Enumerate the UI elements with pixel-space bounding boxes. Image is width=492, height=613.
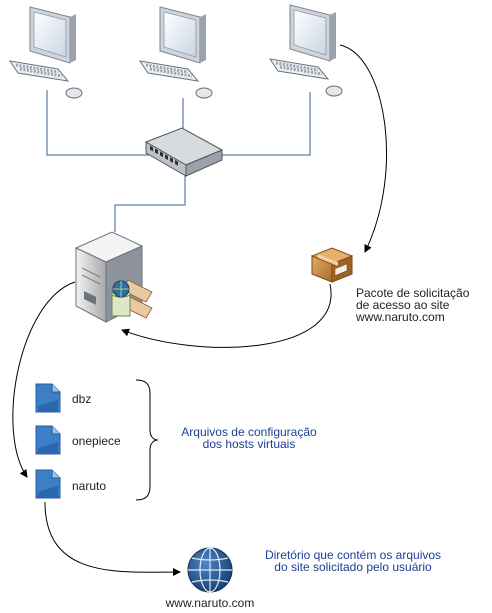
- config-label-line2: dos hosts virtuais: [202, 437, 296, 451]
- packet-label-line2: de acesso ao site: [356, 298, 450, 312]
- arrow-server-to-files: [12, 281, 76, 478]
- workstation-icon: [8, 6, 83, 99]
- link-pc3-switch: [220, 92, 311, 156]
- document-icon: [35, 383, 61, 413]
- link-switch-server: [114, 172, 186, 232]
- site-label: www.naruto.com: [165, 596, 255, 610]
- globe-icon: [187, 547, 233, 593]
- document-icon: [35, 469, 61, 499]
- file-label-naruto: naruto: [72, 479, 107, 493]
- arrow-file-to-site: [44, 501, 181, 577]
- file-label-dbz: dbz: [72, 392, 92, 406]
- package-icon: [310, 247, 354, 283]
- packet-label-line3: www.naruto.com: [356, 310, 445, 324]
- config-label-line1: Arquivos de configuração: [181, 425, 317, 439]
- network-links: [46, 90, 311, 232]
- workstation-icon: [138, 6, 213, 99]
- file-label-onepiece: onepiece: [72, 434, 121, 448]
- arrow-pc-to-packet: [339, 44, 388, 253]
- directory-label-line2: do site solicitado pelo usuário: [274, 560, 432, 574]
- workstation-icon: [268, 4, 343, 97]
- web-server-icon: [74, 231, 153, 323]
- link-pc1-switch: [46, 90, 150, 156]
- document-icon: [35, 425, 61, 455]
- config-brace: [135, 379, 159, 501]
- arrow-packet-to-server: [121, 283, 332, 348]
- directory-label-line1: Diretório que contém os arquivos: [264, 548, 442, 562]
- packet-label-line1: Pacote de solicitação: [356, 286, 470, 300]
- network-switch-icon: [144, 127, 224, 177]
